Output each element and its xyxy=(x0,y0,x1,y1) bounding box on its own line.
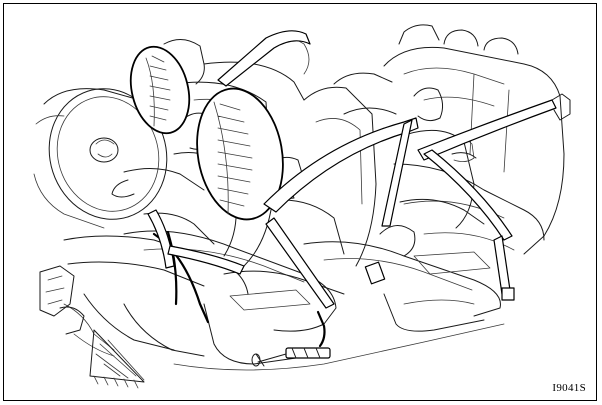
seat-belt-pretensioner xyxy=(251,310,331,367)
figure-code: I9041S xyxy=(552,382,586,394)
floor xyxy=(173,299,505,371)
rear-bench-seat xyxy=(333,24,565,255)
passenger-airbag xyxy=(196,87,284,221)
airbag-seatbelt-illustration xyxy=(33,24,571,389)
steering-wheel xyxy=(33,88,168,229)
passenger-seat xyxy=(303,86,501,332)
passenger-seat-belt xyxy=(217,30,419,309)
rear-seat-belt xyxy=(417,93,571,301)
driver-seat-belt xyxy=(147,209,245,275)
pedals xyxy=(39,265,145,389)
illustration-frame: I9041S xyxy=(3,3,597,401)
driver-airbag xyxy=(129,45,191,135)
